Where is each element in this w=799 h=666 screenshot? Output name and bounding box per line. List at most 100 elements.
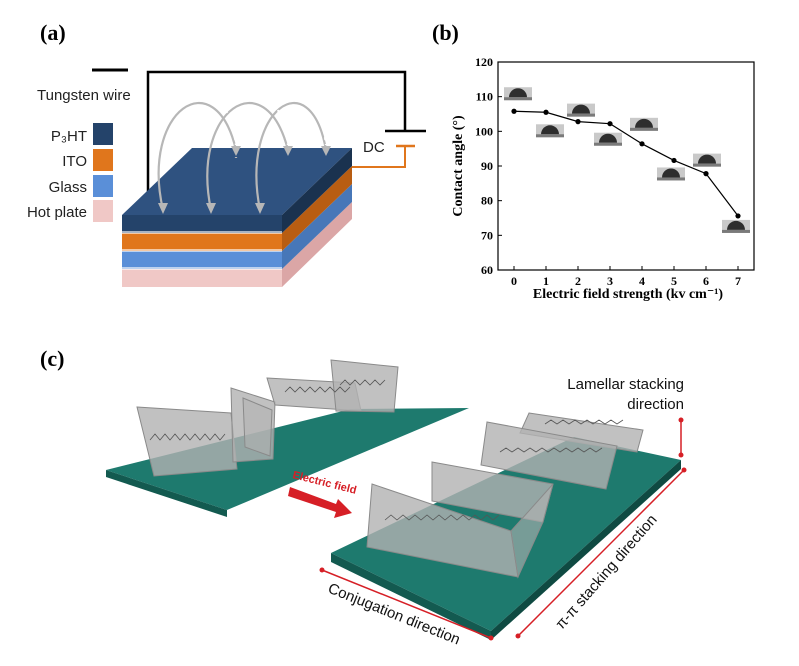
legend-label-ito: ITO (62, 153, 87, 170)
droplet-shape (572, 104, 590, 114)
x-tick-label: 1 (543, 274, 549, 288)
left-substrate-edge (106, 470, 227, 517)
glass-side (282, 184, 352, 269)
left-sheet-5 (242, 397, 273, 457)
droplet-surface (630, 127, 658, 131)
data-point (575, 119, 581, 125)
electric-field-arrow-shape (288, 487, 352, 518)
ito-side (282, 166, 352, 251)
legend-swatch-ito (93, 149, 113, 171)
hotplate-front (122, 269, 282, 287)
circuit-wire (146, 70, 407, 216)
droplet-photo (657, 167, 685, 181)
field-arrowhead-5 (283, 146, 293, 156)
lamellar-label-line2: direction (627, 396, 684, 413)
x-tick-label: 2 (575, 274, 581, 288)
field-arrowhead-4 (231, 146, 241, 156)
droplet-shape (541, 125, 559, 135)
data-point (703, 171, 709, 177)
droplet-surface (504, 97, 532, 101)
layer-legend: P₃HT ITO Glass Hot plate (27, 123, 113, 222)
tungsten-wire-label: Tungsten wire (37, 87, 131, 104)
electric-field-arrow: Electric field (288, 469, 358, 518)
droplet-surface (567, 113, 595, 117)
field-arrowhead-1 (158, 203, 168, 214)
field-arrowhead-2 (206, 203, 216, 214)
p3ht-gap (122, 231, 282, 234)
droplet-photo (594, 132, 622, 146)
droplet-surface (594, 142, 622, 146)
y-tick-label: 60 (481, 263, 493, 277)
y-tick-label: 120 (475, 55, 493, 69)
series-points (511, 108, 741, 219)
ordered-chain-sheets (366, 412, 644, 579)
ito-gap (122, 249, 282, 252)
legend-swatch-glass (93, 175, 113, 197)
lamellar-direction-indicator: Lamellar stacking direction (567, 376, 684, 458)
hotplate-side (122, 202, 352, 287)
field-arrowhead-3 (255, 203, 265, 214)
panel-c-label: (c) (40, 346, 64, 371)
droplet-shape (727, 220, 745, 230)
ito-front (122, 233, 282, 251)
glass-gap (122, 267, 282, 270)
conjugation-dot-right (488, 635, 494, 641)
y-tick-label: 70 (481, 228, 493, 242)
data-point (639, 141, 645, 147)
x-tick-label: 0 (511, 274, 517, 288)
field-line-2 (206, 101, 290, 211)
right-sheet-back-2 (480, 421, 618, 490)
droplet-shape (698, 154, 716, 164)
x-tick-label: 3 (607, 274, 613, 288)
left-substrate (106, 408, 469, 517)
glass-front (122, 251, 282, 269)
droplet-photo (504, 87, 532, 101)
left-chain-1 (149, 433, 226, 441)
ito-lead-wire (352, 146, 406, 168)
droplet-surface (722, 229, 750, 233)
x-tick-label: 7 (735, 274, 741, 288)
droplet-shape (635, 118, 653, 128)
y-tick-label: 100 (475, 124, 493, 138)
right-chain-2 (499, 447, 603, 453)
right-chain-3 (544, 419, 624, 425)
right-substrate-front-edge (331, 553, 491, 640)
droplet-photo (567, 103, 595, 117)
y-axis-title: Contact angle (°) (451, 115, 466, 217)
droplet-surface (693, 163, 721, 167)
data-point (735, 213, 741, 219)
panel-b-label: (b) (432, 20, 459, 45)
y-tick-label: 110 (476, 90, 493, 104)
dc-label: DC (363, 139, 385, 156)
droplet-insets (504, 87, 750, 233)
layered-device (122, 148, 352, 287)
field-line-dashes (224, 109, 328, 146)
droplet-photo (722, 219, 750, 233)
lamellar-label-line1: Lamellar stacking (567, 376, 684, 393)
conjugation-dot-left (319, 567, 325, 573)
legend-label-glass: Glass (49, 179, 87, 196)
legend-label-p3ht: P₃HT (51, 128, 87, 145)
legend-swatch-p3ht (93, 123, 113, 145)
field-arrowhead-6 (321, 146, 331, 156)
legend-label-hotplate: Hot plate (27, 204, 87, 221)
y-tick-label: 90 (481, 159, 493, 173)
p3ht-front (122, 215, 282, 233)
droplet-surface (536, 134, 564, 138)
left-chain-3 (339, 379, 386, 386)
x-tick-label: 5 (671, 274, 677, 288)
x-tick-label: 6 (703, 274, 709, 288)
disordered-chain-sheets (136, 359, 399, 477)
droplet-shape (509, 88, 527, 98)
data-point (671, 157, 677, 164)
lamellar-dot-bottom (678, 452, 684, 458)
droplet-photo (536, 124, 564, 138)
right-chain-1 (384, 514, 500, 521)
right-sheet-front-fold (510, 483, 554, 579)
pi-dot-top (681, 467, 687, 473)
x-axis-title: Electric field strength (kv cm⁻¹) (533, 287, 724, 302)
lamellar-dot-top (678, 417, 684, 423)
droplet-surface (657, 177, 685, 181)
conjugation-line (321, 569, 492, 639)
